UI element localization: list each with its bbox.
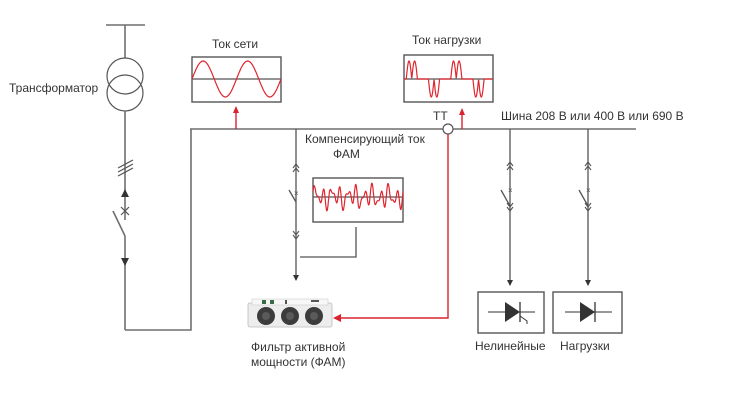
fuse-icon bbox=[292, 163, 300, 173]
thyristor-icon bbox=[488, 302, 535, 324]
load-current-scope: Ток нагрузки bbox=[403, 33, 494, 129]
nonlinear-branch: × Нелинейные bbox=[475, 129, 546, 353]
compensating-label-2: ФАМ bbox=[333, 147, 360, 161]
fuse-icon bbox=[584, 161, 592, 212]
feed-wire bbox=[125, 129, 192, 331]
breaker-x-icon bbox=[120, 206, 130, 216]
transformer-label: Трансформатор bbox=[9, 81, 99, 95]
compensating-current-waveform bbox=[312, 182, 404, 212]
active-filter-device-icon bbox=[247, 298, 333, 328]
switch-blade-icon bbox=[500, 189, 511, 207]
transformer-branch: Трансформатор bbox=[9, 24, 192, 331]
breaker-x-icon: × bbox=[586, 186, 591, 195]
filter-label-1: Фильтр активной bbox=[251, 340, 345, 354]
breaker-x-icon: × bbox=[508, 186, 513, 195]
arrow-down-icon bbox=[293, 275, 299, 281]
switch-blade-icon bbox=[112, 210, 126, 237]
compensating-label-1: Компенсирующий ток bbox=[305, 132, 426, 146]
loads-label: Нагрузки bbox=[560, 339, 610, 353]
grid-current-scope: Ток сети bbox=[191, 37, 282, 129]
fuse-icon bbox=[292, 230, 300, 240]
arrow-down-icon bbox=[585, 280, 591, 286]
arrow-up-icon bbox=[233, 106, 239, 113]
switch-blade-icon bbox=[578, 189, 589, 207]
fuse-icon bbox=[506, 161, 514, 212]
arrow-left-icon bbox=[333, 314, 341, 322]
diode-icon bbox=[565, 302, 612, 322]
current-transformer-icon bbox=[442, 123, 454, 135]
three-phase-marker-icon bbox=[117, 159, 134, 177]
grid-current-waveform bbox=[191, 60, 282, 98]
switch-blade-icon bbox=[288, 189, 297, 203]
filter-label-2: мощности (ФАМ) bbox=[251, 355, 345, 369]
arrow-up-icon bbox=[459, 108, 465, 115]
load-current-label: Ток нагрузки bbox=[412, 33, 481, 47]
filter-branch: × Компенсирующий ток ФАМ bbox=[288, 129, 426, 281]
transformer-icon bbox=[106, 57, 144, 112]
ct-signal-wire bbox=[340, 134, 449, 319]
load-current-waveform bbox=[404, 60, 493, 98]
ct-label: ТТ bbox=[433, 109, 448, 123]
load-branch: × Нагрузки bbox=[552, 129, 623, 353]
bus-label: Шина 208 В или 400 В или 690 В bbox=[501, 109, 684, 123]
grid-current-label: Ток сети bbox=[212, 37, 258, 51]
arrow-up-icon bbox=[121, 189, 129, 197]
arrow-down-icon bbox=[507, 280, 513, 286]
nonlinear-label: Нелинейные bbox=[475, 339, 546, 353]
arrow-down-icon bbox=[121, 258, 129, 266]
scope-leader-line bbox=[300, 227, 357, 258]
breaker-x-icon: × bbox=[294, 189, 299, 198]
